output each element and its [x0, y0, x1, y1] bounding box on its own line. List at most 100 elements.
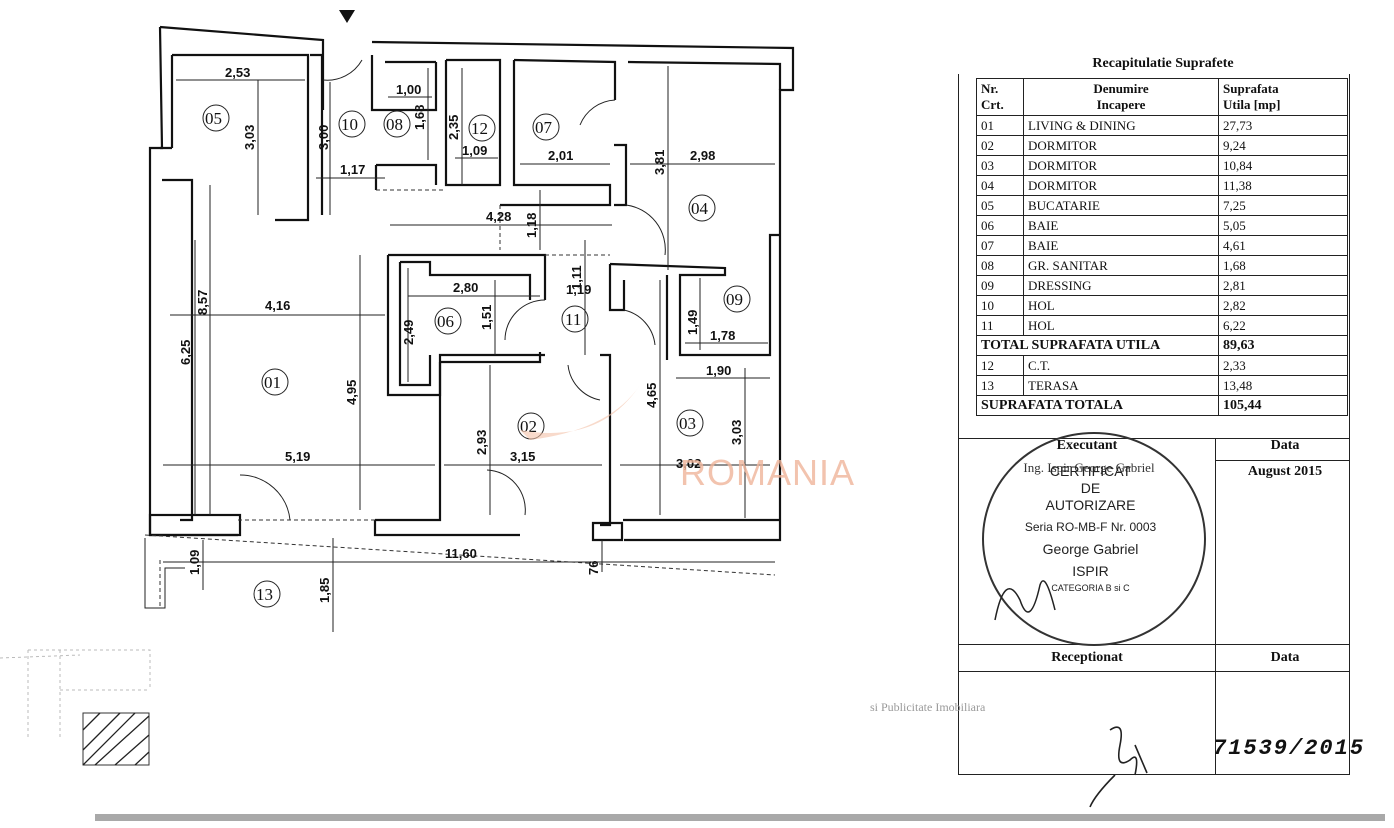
- room-12: 12: [468, 114, 496, 142]
- svg-text:07: 07: [535, 118, 553, 137]
- svg-text:01: 01: [264, 373, 281, 392]
- svg-text:13: 13: [256, 585, 273, 604]
- date-divider: [1215, 460, 1349, 461]
- stamp-line: AUTORIZARE: [1045, 497, 1136, 513]
- stamp-ring-text: CATEGORIA B si C: [1051, 583, 1130, 593]
- dim-label: 1,51: [479, 305, 494, 330]
- faded-office-text: si Publicitate Imobiliara: [870, 700, 986, 714]
- column-divider: [1215, 438, 1216, 774]
- svg-text:04: 04: [691, 199, 709, 218]
- room-10: 10: [338, 110, 366, 138]
- dim-label: 2,80: [453, 280, 478, 295]
- room-06: 06: [434, 307, 462, 335]
- room-08: 08: [383, 110, 411, 138]
- walls: [148, 25, 795, 542]
- svg-text:10: 10: [341, 115, 358, 134]
- dim-label: 2,93: [474, 430, 489, 455]
- signature: [994, 580, 1056, 621]
- dim-label: 3,81: [652, 150, 667, 175]
- receptionat-divider: [959, 644, 1349, 645]
- dim-label: 3,15: [510, 449, 535, 464]
- dim-label: 3,02: [676, 456, 701, 471]
- dim-label: 1,17: [340, 162, 365, 177]
- dim-label: 1,68: [412, 105, 427, 130]
- receptionat-date-label: Data: [1270, 650, 1300, 665]
- entrance-arrow-icon: [339, 10, 355, 23]
- stamp-line: George Gabriel: [1042, 541, 1139, 557]
- dim-label: 3,00: [316, 125, 331, 150]
- svg-text:05: 05: [205, 109, 222, 128]
- dim-label: 11,60: [445, 546, 477, 561]
- svg-text:12: 12: [471, 119, 488, 138]
- dim-label: 76: [586, 561, 601, 575]
- executant-date-label: Data: [1270, 438, 1300, 453]
- receptionat-subdivider: [959, 671, 1349, 672]
- dim-label: 2,35: [446, 115, 461, 140]
- dim-label: 1,78: [710, 328, 735, 343]
- room-03: 03: [676, 409, 704, 437]
- stamp-line: ISPIR: [1072, 563, 1109, 579]
- dim-label: 4,28: [486, 209, 511, 224]
- floor-plan: 2,53 3,03 3,00 1,00 1,68 1,17 2,35 1,09 …: [0, 10, 795, 766]
- svg-text:11: 11: [565, 310, 581, 329]
- site-sketch: [0, 649, 151, 766]
- svg-text:08: 08: [386, 115, 403, 134]
- receptionat-label: Receptionat: [1051, 650, 1123, 665]
- dim-label: 3,03: [729, 420, 744, 445]
- stamp-text: CERTIFICAT DE AUTORIZARE Seria RO-MB-F N…: [1003, 460, 1178, 615]
- svg-text:03: 03: [679, 414, 696, 433]
- dim-label: 5,19: [285, 449, 310, 464]
- dim-label: 1,18: [524, 213, 539, 238]
- executant-divider: [959, 438, 1349, 439]
- dim-label: 1,19: [566, 282, 591, 297]
- stamp-line: DE: [1080, 480, 1101, 496]
- dim-label: 2,53: [225, 65, 250, 80]
- registry-number: 71539/2015: [1213, 736, 1366, 761]
- stamp-line: Seria RO-MB-F Nr. 0003: [1024, 520, 1157, 534]
- dim-label: 1,85: [317, 578, 332, 603]
- dim-label: 1,00: [396, 82, 421, 97]
- room-04: 04: [688, 194, 716, 222]
- dim-label: 2,98: [690, 148, 715, 163]
- room-11: 11: [561, 305, 589, 333]
- dim-label: 3,03: [242, 125, 257, 150]
- room-01: 01: [261, 368, 289, 396]
- terrace-outline: [144, 538, 185, 609]
- dim-label: 8,57: [195, 290, 210, 315]
- watermark-swoosh: [520, 385, 640, 440]
- executant-date: August 2015: [1247, 464, 1323, 479]
- dim-label: 1,90: [706, 363, 731, 378]
- dim-label: 4,65: [644, 383, 659, 408]
- dim-label: 2,01: [548, 148, 573, 163]
- room-09: 09: [723, 285, 751, 313]
- reception-signature: [1089, 726, 1148, 808]
- dim-label: 1,09: [462, 143, 487, 158]
- table-title: Recapitulatie Suprafete: [1092, 56, 1234, 71]
- watermark-text: ROMANIA: [680, 452, 856, 493]
- dim-label: 2,49: [401, 320, 416, 345]
- dim-label: 4,95: [344, 380, 359, 405]
- authorization-stamp: [982, 432, 1206, 646]
- dimension-labels: 2,53 3,03 3,00 1,00 1,68 1,17 2,35 1,09 …: [178, 65, 744, 603]
- room-07: 07: [532, 113, 560, 141]
- header-nr: Nr.Crt.: [976, 78, 1024, 116]
